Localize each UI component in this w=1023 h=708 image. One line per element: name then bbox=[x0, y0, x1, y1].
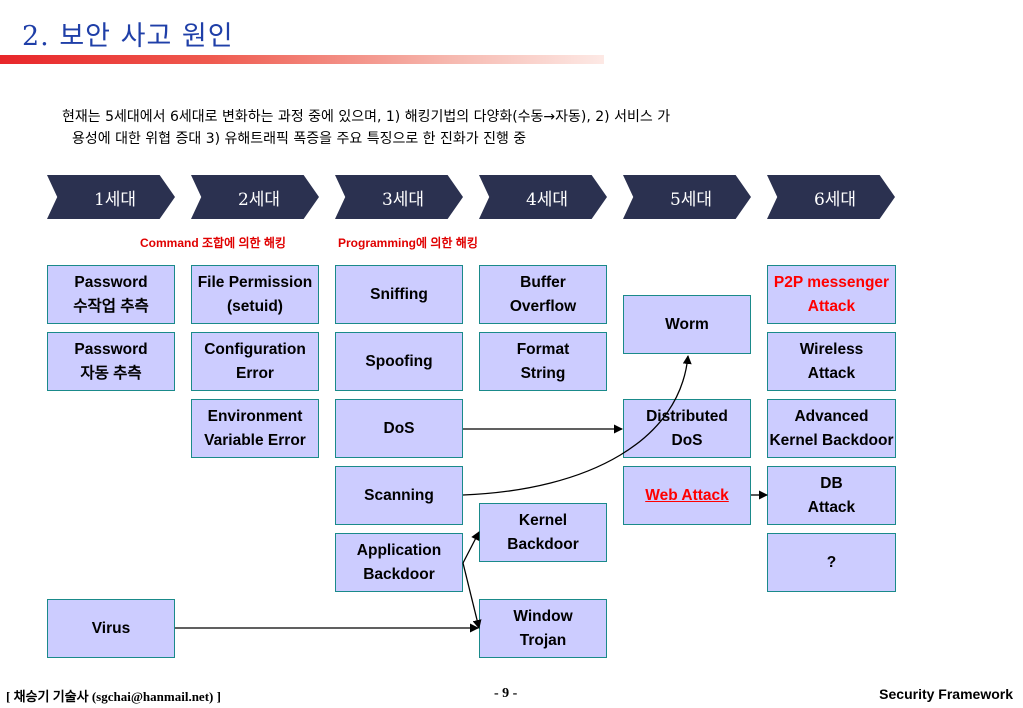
distributed-dos-box: Distributed DoS bbox=[623, 399, 751, 458]
worm-box: Worm bbox=[623, 295, 751, 354]
footer-title: Security Framework bbox=[879, 686, 1013, 702]
format-string-box: Format String bbox=[479, 332, 607, 391]
page-number: - 9 - bbox=[494, 686, 518, 701]
title-underline bbox=[0, 55, 604, 64]
generation-2-banner: 2세대 bbox=[191, 175, 319, 219]
p2p-messenger-attack-box: P2P messenger Attack bbox=[767, 265, 896, 324]
intro-line-1: 현재는 5세대에서 6세대로 변화하는 과정 중에 있으며, 1) 해킹기법의 … bbox=[62, 109, 671, 125]
wireless-attack-box: Wireless Attack bbox=[767, 332, 896, 391]
dos-box: DoS bbox=[335, 399, 463, 458]
unknown-attack-box: ? bbox=[767, 533, 896, 592]
arrow-appbackdoor-to-trojan bbox=[462, 562, 482, 629]
intro-text: 현재는 5세대에서 6세대로 변화하는 과정 중에 있으며, 1) 해킹기법의 … bbox=[62, 106, 892, 150]
generation-5-banner: 5세대 bbox=[623, 175, 751, 219]
kernel-backdoor-box: Kernel Backdoor bbox=[479, 503, 607, 562]
configuration-error-box: Configuration Error bbox=[191, 332, 319, 391]
password-manual-guess-box: Password 수작업 추측 bbox=[47, 265, 175, 324]
generation-1-banner: 1세대 bbox=[47, 175, 175, 219]
scanning-box: Scanning bbox=[335, 466, 463, 525]
sniffing-box: Sniffing bbox=[335, 265, 463, 324]
command-hacking-note: Command 조합에 의한 해킹 bbox=[140, 236, 286, 250]
footer-author: [ 채승기 기술사 (sgchai@hanmail.net) ] bbox=[6, 689, 221, 704]
application-backdoor-box: Application Backdoor bbox=[335, 533, 463, 592]
page-title: 2. 보안 사고 원인 bbox=[22, 21, 234, 52]
generation-3-banner: 3세대 bbox=[335, 175, 463, 219]
intro-line-2: 용성에 대한 위협 증대 3) 유해트래픽 폭증을 주요 특징으로 한 진화가 … bbox=[72, 131, 527, 147]
arrow-scanning-to-worm bbox=[462, 355, 692, 496]
arrow-appbackdoor-to-kernel bbox=[462, 531, 480, 564]
advanced-kernel-backdoor-box: Advanced Kernel Backdoor bbox=[767, 399, 896, 458]
programming-hacking-note: Programming에 의한 해킹 bbox=[338, 236, 478, 250]
file-permission-box: File Permission (setuid) bbox=[191, 265, 319, 324]
generation-4-banner: 4세대 bbox=[479, 175, 607, 219]
environment-variable-error-box: Environment Variable Error bbox=[191, 399, 319, 458]
db-attack-box: DB Attack bbox=[767, 466, 896, 525]
spoofing-box: Spoofing bbox=[335, 332, 463, 391]
virus-box: Virus bbox=[47, 599, 175, 658]
password-auto-guess-box: Password 자동 추측 bbox=[47, 332, 175, 391]
generation-6-banner: 6세대 bbox=[767, 175, 895, 219]
buffer-overflow-box: Buffer Overflow bbox=[479, 265, 607, 324]
web-attack-box: Web Attack bbox=[623, 466, 751, 525]
